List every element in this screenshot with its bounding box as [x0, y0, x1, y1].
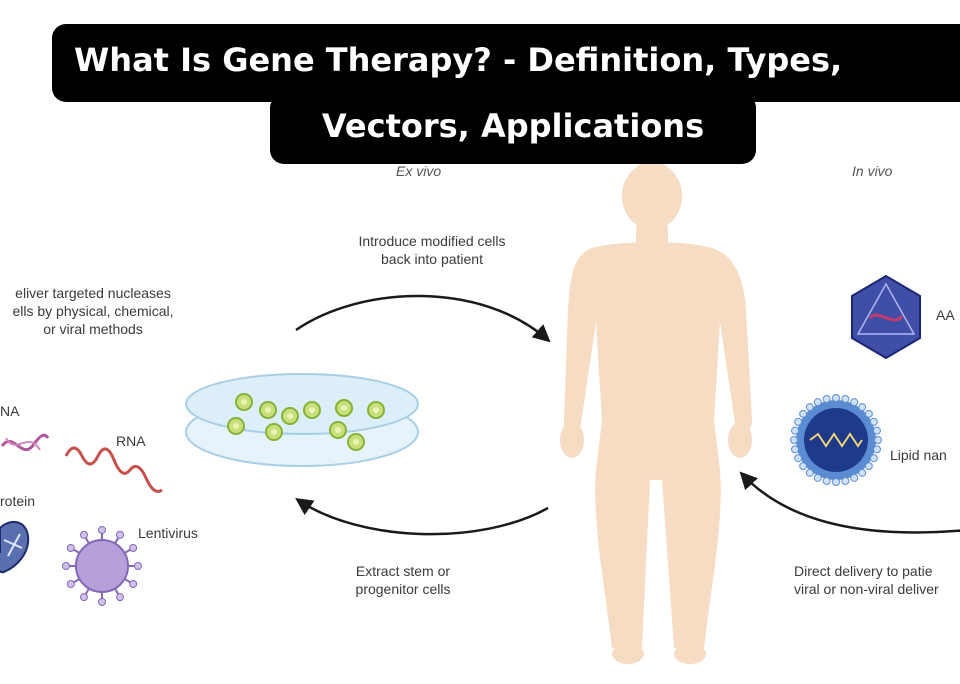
- petri-dish-cells: [227, 393, 385, 451]
- deliver-label-line-3: or viral methods: [43, 321, 143, 337]
- dish-cell-nucleus: [309, 407, 315, 413]
- lipid-bead: [864, 409, 873, 418]
- cycle-arrow-bottom: [295, 498, 549, 536]
- in-vivo-arrow: [739, 471, 960, 534]
- lipid-bead: [791, 426, 800, 435]
- lipid-bead: [869, 417, 878, 426]
- lipid-bead: [872, 426, 881, 435]
- dish-cell-nucleus: [265, 407, 271, 413]
- introduce-label-line-1: Introduce modified cells: [358, 233, 506, 249]
- dna-label: NA: [0, 403, 20, 419]
- introduce-label-line-2: back into patient: [381, 251, 483, 267]
- lipid-bead: [794, 417, 803, 426]
- human-body-silhouette: [560, 162, 752, 664]
- lipid-bead: [841, 395, 850, 404]
- rna-label: RNA: [116, 433, 146, 449]
- lentivirus-spike-knob: [129, 580, 138, 588]
- protein-label: rotein: [0, 493, 36, 509]
- dish-cell-nucleus: [335, 427, 341, 433]
- lentivirus-label: Lentivirus: [138, 525, 198, 541]
- protein-icon: [0, 520, 30, 574]
- dish-cell-nucleus: [271, 429, 277, 435]
- ex-vivo-label: Ex vivo: [396, 163, 442, 179]
- lipid-bead: [791, 445, 800, 454]
- lipid-bead: [805, 468, 814, 477]
- lipid-bead: [832, 478, 840, 486]
- in-vivo-label: In vivo: [852, 163, 893, 179]
- dna-strand-icon-secondary: [5, 437, 41, 451]
- deliver-label-line-2: ells by physical, chemical,: [12, 303, 174, 319]
- deliver-label-line-1: eliver targeted nucleases: [15, 285, 171, 301]
- rna-strand-icon: [64, 446, 163, 493]
- lipid-bead: [799, 462, 808, 471]
- lipid-bead: [794, 454, 803, 463]
- extract-label-line-1: Extract stem or: [355, 563, 451, 579]
- lentivirus-spike-knob: [98, 598, 106, 606]
- lipid-bead: [872, 445, 881, 454]
- lentivirus-spike-knob: [66, 544, 75, 552]
- lipid-bead: [805, 403, 814, 412]
- direct-delivery-label: Direct delivery to patie viral or non-vi…: [794, 562, 939, 598]
- lipid-nanoparticle-label: Lipid nan: [890, 447, 947, 463]
- lentivirus-spike-knob: [98, 526, 106, 534]
- lentivirus-spike-knob: [80, 530, 88, 539]
- lentivirus-icon: [62, 526, 142, 606]
- lipid-bead: [858, 468, 867, 477]
- lipid-bead: [850, 398, 859, 407]
- lentivirus-spike-knob: [66, 580, 75, 588]
- dish-cell-nucleus: [233, 423, 239, 429]
- lentivirus-spike-knob: [134, 562, 142, 570]
- lentivirus-spike-knob: [80, 593, 88, 602]
- lipid-bead: [813, 473, 822, 482]
- dish-cell-nucleus: [341, 405, 347, 411]
- lipid-bead: [822, 395, 831, 404]
- lipid-bead: [858, 403, 867, 412]
- lipid-bead: [822, 476, 831, 485]
- aav-label: AA: [936, 307, 955, 323]
- lipid-bead: [832, 394, 840, 402]
- extract-label-line-2: progenitor cells: [355, 581, 451, 597]
- title-line-1: What Is Gene Therapy? - Definition, Type…: [52, 24, 960, 102]
- cycle-arrow-top: [295, 294, 551, 343]
- extract-label: Extract stem or progenitor cells: [318, 562, 488, 598]
- lentivirus-spike-knob: [116, 593, 124, 602]
- direct-delivery-label-line-1: Direct delivery to patie: [794, 563, 933, 579]
- direct-delivery-label-line-2: viral or non-viral deliver: [794, 581, 939, 597]
- aav-capsid-icon: [851, 274, 921, 360]
- lipid-bead: [850, 473, 859, 482]
- lipid-bead: [790, 436, 798, 444]
- lipid-bead: [864, 462, 873, 471]
- lipid-bead: [869, 454, 878, 463]
- dish-cell-nucleus: [373, 407, 379, 413]
- lipid-bead: [799, 409, 808, 418]
- lipid-bead: [874, 436, 882, 444]
- introduce-label: Introduce modified cells back into patie…: [332, 232, 532, 268]
- dish-cell-nucleus: [287, 413, 293, 419]
- lentivirus-spike-knob: [129, 544, 138, 552]
- lipid-bead: [841, 476, 850, 485]
- title-line-2: Vectors, Applications: [270, 94, 756, 164]
- petri-dish-icon: [185, 373, 419, 467]
- lipid-nanoparticle-icon: [790, 394, 882, 486]
- lipid-bead: [813, 398, 822, 407]
- dish-cell-nucleus: [353, 439, 359, 445]
- lentivirus-spike-knob: [62, 562, 70, 570]
- dish-cell-nucleus: [241, 399, 247, 405]
- lentivirus-spike-knob: [116, 530, 124, 539]
- deliver-label: eliver targeted nucleases ells by physic…: [0, 284, 186, 338]
